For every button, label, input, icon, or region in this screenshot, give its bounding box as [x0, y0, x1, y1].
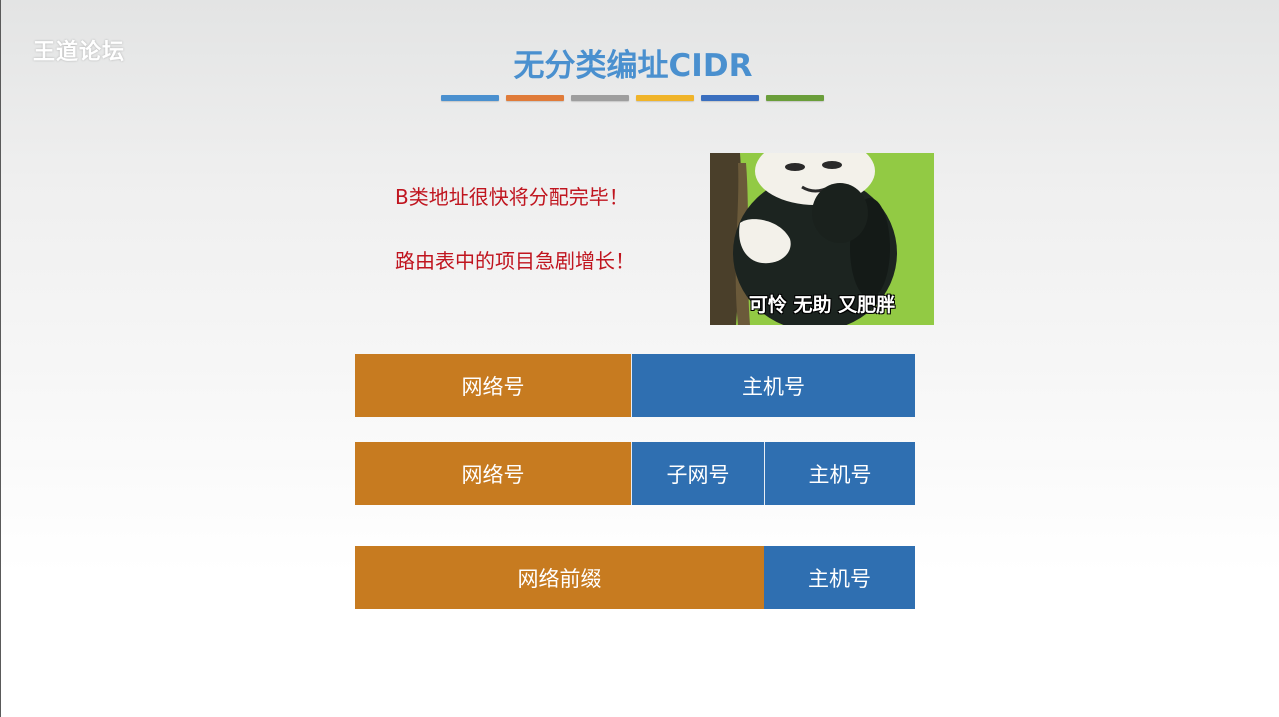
color-bar-3 [571, 95, 629, 101]
note-routing-table: 路由表中的项目急剧增长！ [395, 249, 635, 273]
watermark-logo: 王道论坛 [33, 40, 126, 65]
window-border [0, 0, 1, 717]
network-number-cell: 网络号 [355, 442, 631, 505]
panda-illustration [710, 153, 934, 325]
address-row-classful: 网络号 主机号 [355, 354, 915, 417]
panda-meme-image: 可怜 无助 又肥胖 [710, 153, 934, 325]
host-number-cell: 主机号 [764, 442, 915, 505]
color-bar-5 [701, 95, 759, 101]
address-row-cidr: 网络前缀 主机号 [355, 546, 915, 609]
meme-caption: 可怜 无助 又肥胖 [748, 294, 896, 316]
note-class-b: B类地址很快将分配完毕！ [395, 185, 629, 209]
color-bar-1 [441, 95, 499, 101]
host-number-cell: 主机号 [764, 546, 915, 609]
title-color-bars [441, 95, 824, 101]
slide-title: 无分类编址CIDR [513, 48, 753, 84]
address-row-subnetted: 网络号 子网号 主机号 [355, 442, 915, 505]
host-number-cell: 主机号 [631, 354, 915, 417]
network-number-cell: 网络号 [355, 354, 631, 417]
color-bar-2 [506, 95, 564, 101]
network-prefix-cell: 网络前缀 [355, 546, 764, 609]
color-bar-4 [636, 95, 694, 101]
subnet-number-cell: 子网号 [631, 442, 764, 505]
color-bar-6 [766, 95, 824, 101]
